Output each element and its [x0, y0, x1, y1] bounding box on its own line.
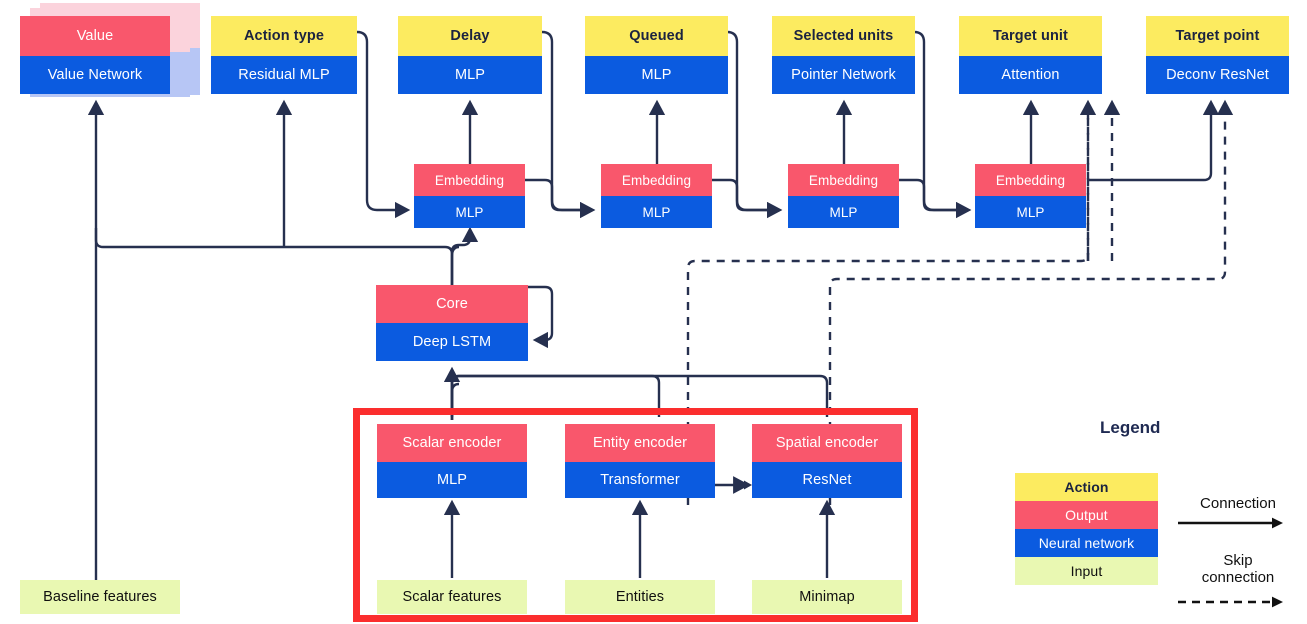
node-entity-encoder-title: Entity encoder: [565, 424, 715, 462]
legend-swatch-neural-network: Neural network: [1015, 529, 1158, 557]
node-input-entities-label: Entities: [565, 580, 715, 614]
node-value-network: Value Network: [20, 56, 170, 94]
node-spatial-encoder-title: Spatial encoder: [752, 424, 902, 462]
node-scalar-encoder-network: MLP: [377, 462, 527, 498]
node-target-point-title: Target point: [1146, 16, 1289, 56]
legend-skip-label-line1: Skip: [1223, 552, 1253, 569]
node-queued-title: Queued: [585, 16, 728, 56]
node-input-scalar-features[interactable]: Scalar features: [377, 580, 527, 614]
node-target-unit-title: Target unit: [959, 16, 1102, 56]
wire-core-bus-left: [94, 228, 454, 285]
node-selected-units[interactable]: Selected units Pointer Network: [772, 16, 915, 94]
wire-queued-to-emb3: [726, 30, 783, 219]
node-scalar-encoder[interactable]: Scalar encoder MLP: [377, 424, 527, 498]
legend-skip-label-line2: connection: [1201, 569, 1275, 587]
legend-swatch-output: Output: [1015, 501, 1158, 529]
node-embedding-2[interactable]: Embedding MLP: [601, 164, 712, 228]
legend-connection-arrow: [1178, 517, 1283, 529]
node-target-unit-network: Attention: [959, 56, 1102, 94]
node-input-minimap-label: Minimap: [752, 580, 902, 614]
node-embedding-3-title: Embedding: [788, 164, 899, 196]
wire-core-up-stub: [450, 245, 460, 285]
node-queued-network: MLP: [585, 56, 728, 94]
node-selected-units-title: Selected units: [772, 16, 915, 56]
node-core-title: Core: [376, 285, 528, 323]
node-entity-encoder[interactable]: Entity encoder Transformer: [565, 424, 715, 498]
node-embedding-4-title: Embedding: [975, 164, 1086, 196]
legend-title: Legend: [1100, 418, 1161, 437]
node-value[interactable]: Value Value Network: [20, 16, 170, 94]
node-target-point-network: Deconv ResNet: [1146, 56, 1289, 94]
node-input-baseline-features[interactable]: Baseline features: [20, 580, 180, 614]
node-embedding-1-title: Embedding: [414, 164, 525, 196]
legend-connection-label: Connection: [1200, 495, 1276, 512]
node-target-point[interactable]: Target point Deconv ResNet: [1146, 16, 1289, 94]
node-core[interactable]: Core Deep LSTM: [376, 285, 528, 361]
wire-emb2-to-emb3: [712, 178, 783, 219]
node-embedding-4[interactable]: Embedding MLP: [975, 164, 1086, 228]
legend-skip-arrow: [1178, 596, 1283, 608]
node-embedding-3-network: MLP: [788, 196, 899, 228]
node-queued[interactable]: Queued MLP: [585, 16, 728, 94]
legend-swatch-input: Input: [1015, 557, 1158, 585]
wire-entity-to-spatial-layer: [715, 476, 752, 494]
node-action-type-network: Residual MLP: [211, 56, 357, 94]
node-delay[interactable]: Delay MLP: [398, 16, 542, 94]
node-scalar-encoder-title: Scalar encoder: [377, 424, 527, 462]
node-spatial-encoder[interactable]: Spatial encoder ResNet: [752, 424, 902, 498]
node-delay-title: Delay: [398, 16, 542, 56]
node-action-type-title: Action type: [211, 16, 357, 56]
node-embedding-2-title: Embedding: [601, 164, 712, 196]
wire-emb1-to-emb2: [525, 178, 596, 219]
node-spatial-encoder-network: ResNet: [752, 462, 902, 498]
node-embedding-2-network: MLP: [601, 196, 712, 228]
node-input-entities[interactable]: Entities: [565, 580, 715, 614]
node-input-minimap[interactable]: Minimap: [752, 580, 902, 614]
node-embedding-1-network: MLP: [414, 196, 525, 228]
node-embedding-3[interactable]: Embedding MLP: [788, 164, 899, 228]
wire-emb3-to-emb4: [899, 178, 972, 219]
legend-swatch-action: Action: [1015, 473, 1158, 501]
node-delay-network: MLP: [398, 56, 542, 94]
node-embedding-1[interactable]: Embedding MLP: [414, 164, 525, 228]
node-value-title: Value: [20, 16, 170, 56]
node-input-scalar-features-label: Scalar features: [377, 580, 527, 614]
node-core-network: Deep LSTM: [376, 323, 528, 361]
node-embedding-4-network: MLP: [975, 196, 1086, 228]
legend-swatch-stack: Action Output Neural network Input: [1015, 473, 1158, 585]
node-selected-units-network: Pointer Network: [772, 56, 915, 94]
node-entity-encoder-network: Transformer: [565, 462, 715, 498]
encoders-highlight-box: [353, 408, 918, 622]
wire-delay-to-emb2: [541, 30, 596, 219]
legend-skip-label: Skip connection: [1178, 552, 1298, 587]
node-action-type[interactable]: Action type Residual MLP: [211, 16, 357, 94]
node-input-baseline-features-label: Baseline features: [20, 580, 180, 614]
node-target-unit[interactable]: Target unit Attention: [959, 16, 1102, 94]
wire-core-to-embedding1: [450, 226, 479, 285]
wire-emb4-to-targetpoint: [1087, 99, 1220, 182]
